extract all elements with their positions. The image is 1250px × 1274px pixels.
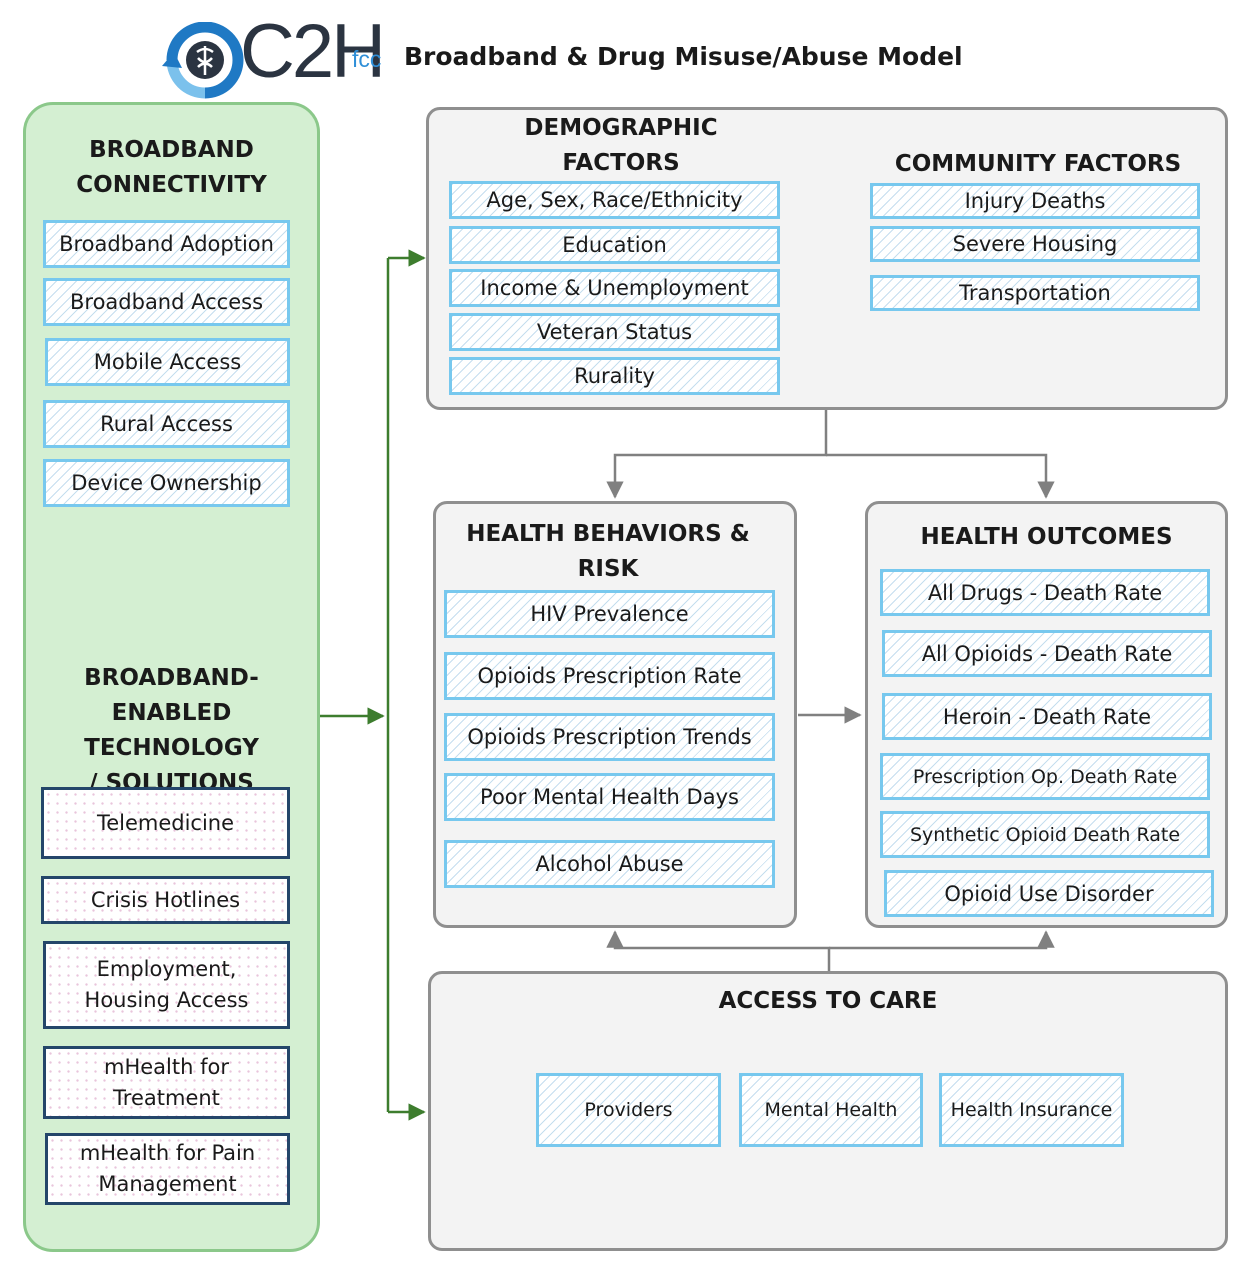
- broadband-access-box: Broadband Access: [43, 278, 290, 326]
- synthetic-opioid-death-rate-box: Synthetic Opioid Death Rate: [880, 811, 1210, 858]
- health-outcomes-heading: HEALTH OUTCOMES: [920, 524, 1173, 550]
- gray-split-bottom: [606, 930, 831, 971]
- income-unemployment-box: Income & Unemployment: [449, 269, 780, 307]
- caduceus-logo-icon: [162, 21, 244, 99]
- broadband-enabled-heading: BROADBAND- ENABLED TECHNOLOGY / SOLUTION…: [84, 665, 259, 796]
- logo-sub-text: fcc: [352, 46, 382, 72]
- mhealth-pain-box: mHealth for Pain Management: [45, 1133, 290, 1205]
- prescription-op-death-rate-box: Prescription Op. Death Rate: [880, 753, 1210, 800]
- crisis-hotlines-box: Crisis Hotlines: [41, 876, 290, 924]
- access-to-care-heading: ACCESS TO CARE: [718, 988, 938, 1014]
- poor-mental-health-days-box: Poor Mental Health Days: [444, 773, 775, 821]
- community-heading: COMMUNITY FACTORS: [894, 151, 1182, 177]
- health-insurance-box: Health Insurance: [939, 1073, 1124, 1147]
- logo: [160, 21, 250, 100]
- demographic-heading: DEMOGRAPHIC FACTORS: [524, 115, 718, 176]
- opioids-prescription-trends-box: Opioids Prescription Trends: [444, 713, 775, 761]
- heroin-death-rate-box: Heroin - Death Rate: [882, 693, 1212, 740]
- crisis-hotlines-label: Crisis Hotlines: [90, 887, 241, 912]
- all-drugs-death-rate-box: All Drugs - Death Rate: [880, 569, 1210, 616]
- transportation-box: Transportation: [870, 275, 1200, 311]
- all-opioids-death-rate-box: All Opioids - Death Rate: [882, 630, 1212, 677]
- opioid-use-disorder-box: Opioid Use Disorder: [884, 870, 1214, 917]
- gray-split-top: [606, 410, 828, 499]
- providers-box: Providers: [536, 1073, 721, 1147]
- education-box: Education: [449, 226, 780, 264]
- employment-housing-label: Employment, Housing Access: [84, 957, 249, 1012]
- gray-split-top-right: [826, 453, 1055, 499]
- veteran-status-box: Veteran Status: [449, 313, 780, 351]
- age-sex-race-box: Age, Sex, Race/Ethnicity: [449, 181, 780, 219]
- broadband-connectivity-heading: BROADBAND CONNECTIVITY: [76, 137, 267, 198]
- mhealth-treatment-label: mHealth for Treatment: [104, 1054, 229, 1110]
- injury-deaths-box: Injury Deaths: [870, 183, 1200, 219]
- opioids-prescription-rate-box: Opioids Prescription Rate: [444, 652, 775, 700]
- mhealth-pain-label: mHealth for Pain Management: [79, 1141, 256, 1196]
- mental-health-box: Mental Health: [739, 1073, 923, 1147]
- alcohol-abuse-box: Alcohol Abuse: [444, 840, 775, 888]
- gray-split-bottom-right: [829, 930, 1055, 950]
- page-title: Broadband & Drug Misuse/Abuse Model: [404, 42, 963, 71]
- telemedicine-label: Telemedicine: [96, 810, 235, 835]
- severe-housing-box: Severe Housing: [870, 226, 1200, 262]
- rurality-box: Rurality: [449, 357, 780, 395]
- device-ownership-box: Device Ownership: [43, 459, 290, 507]
- hiv-prevalence-box: HIV Prevalence: [444, 590, 775, 638]
- mhealth-treatment-box: mHealth for Treatment: [43, 1046, 290, 1119]
- telemedicine-box: Telemedicine: [41, 787, 290, 859]
- mobile-access-box: Mobile Access: [45, 338, 290, 386]
- employment-housing-box: Employment, Housing Access: [43, 941, 290, 1029]
- broadband-adoption-box: Broadband Adoption: [43, 220, 290, 268]
- logo-text: C2H: [240, 9, 386, 94]
- rural-access-box: Rural Access: [43, 400, 290, 448]
